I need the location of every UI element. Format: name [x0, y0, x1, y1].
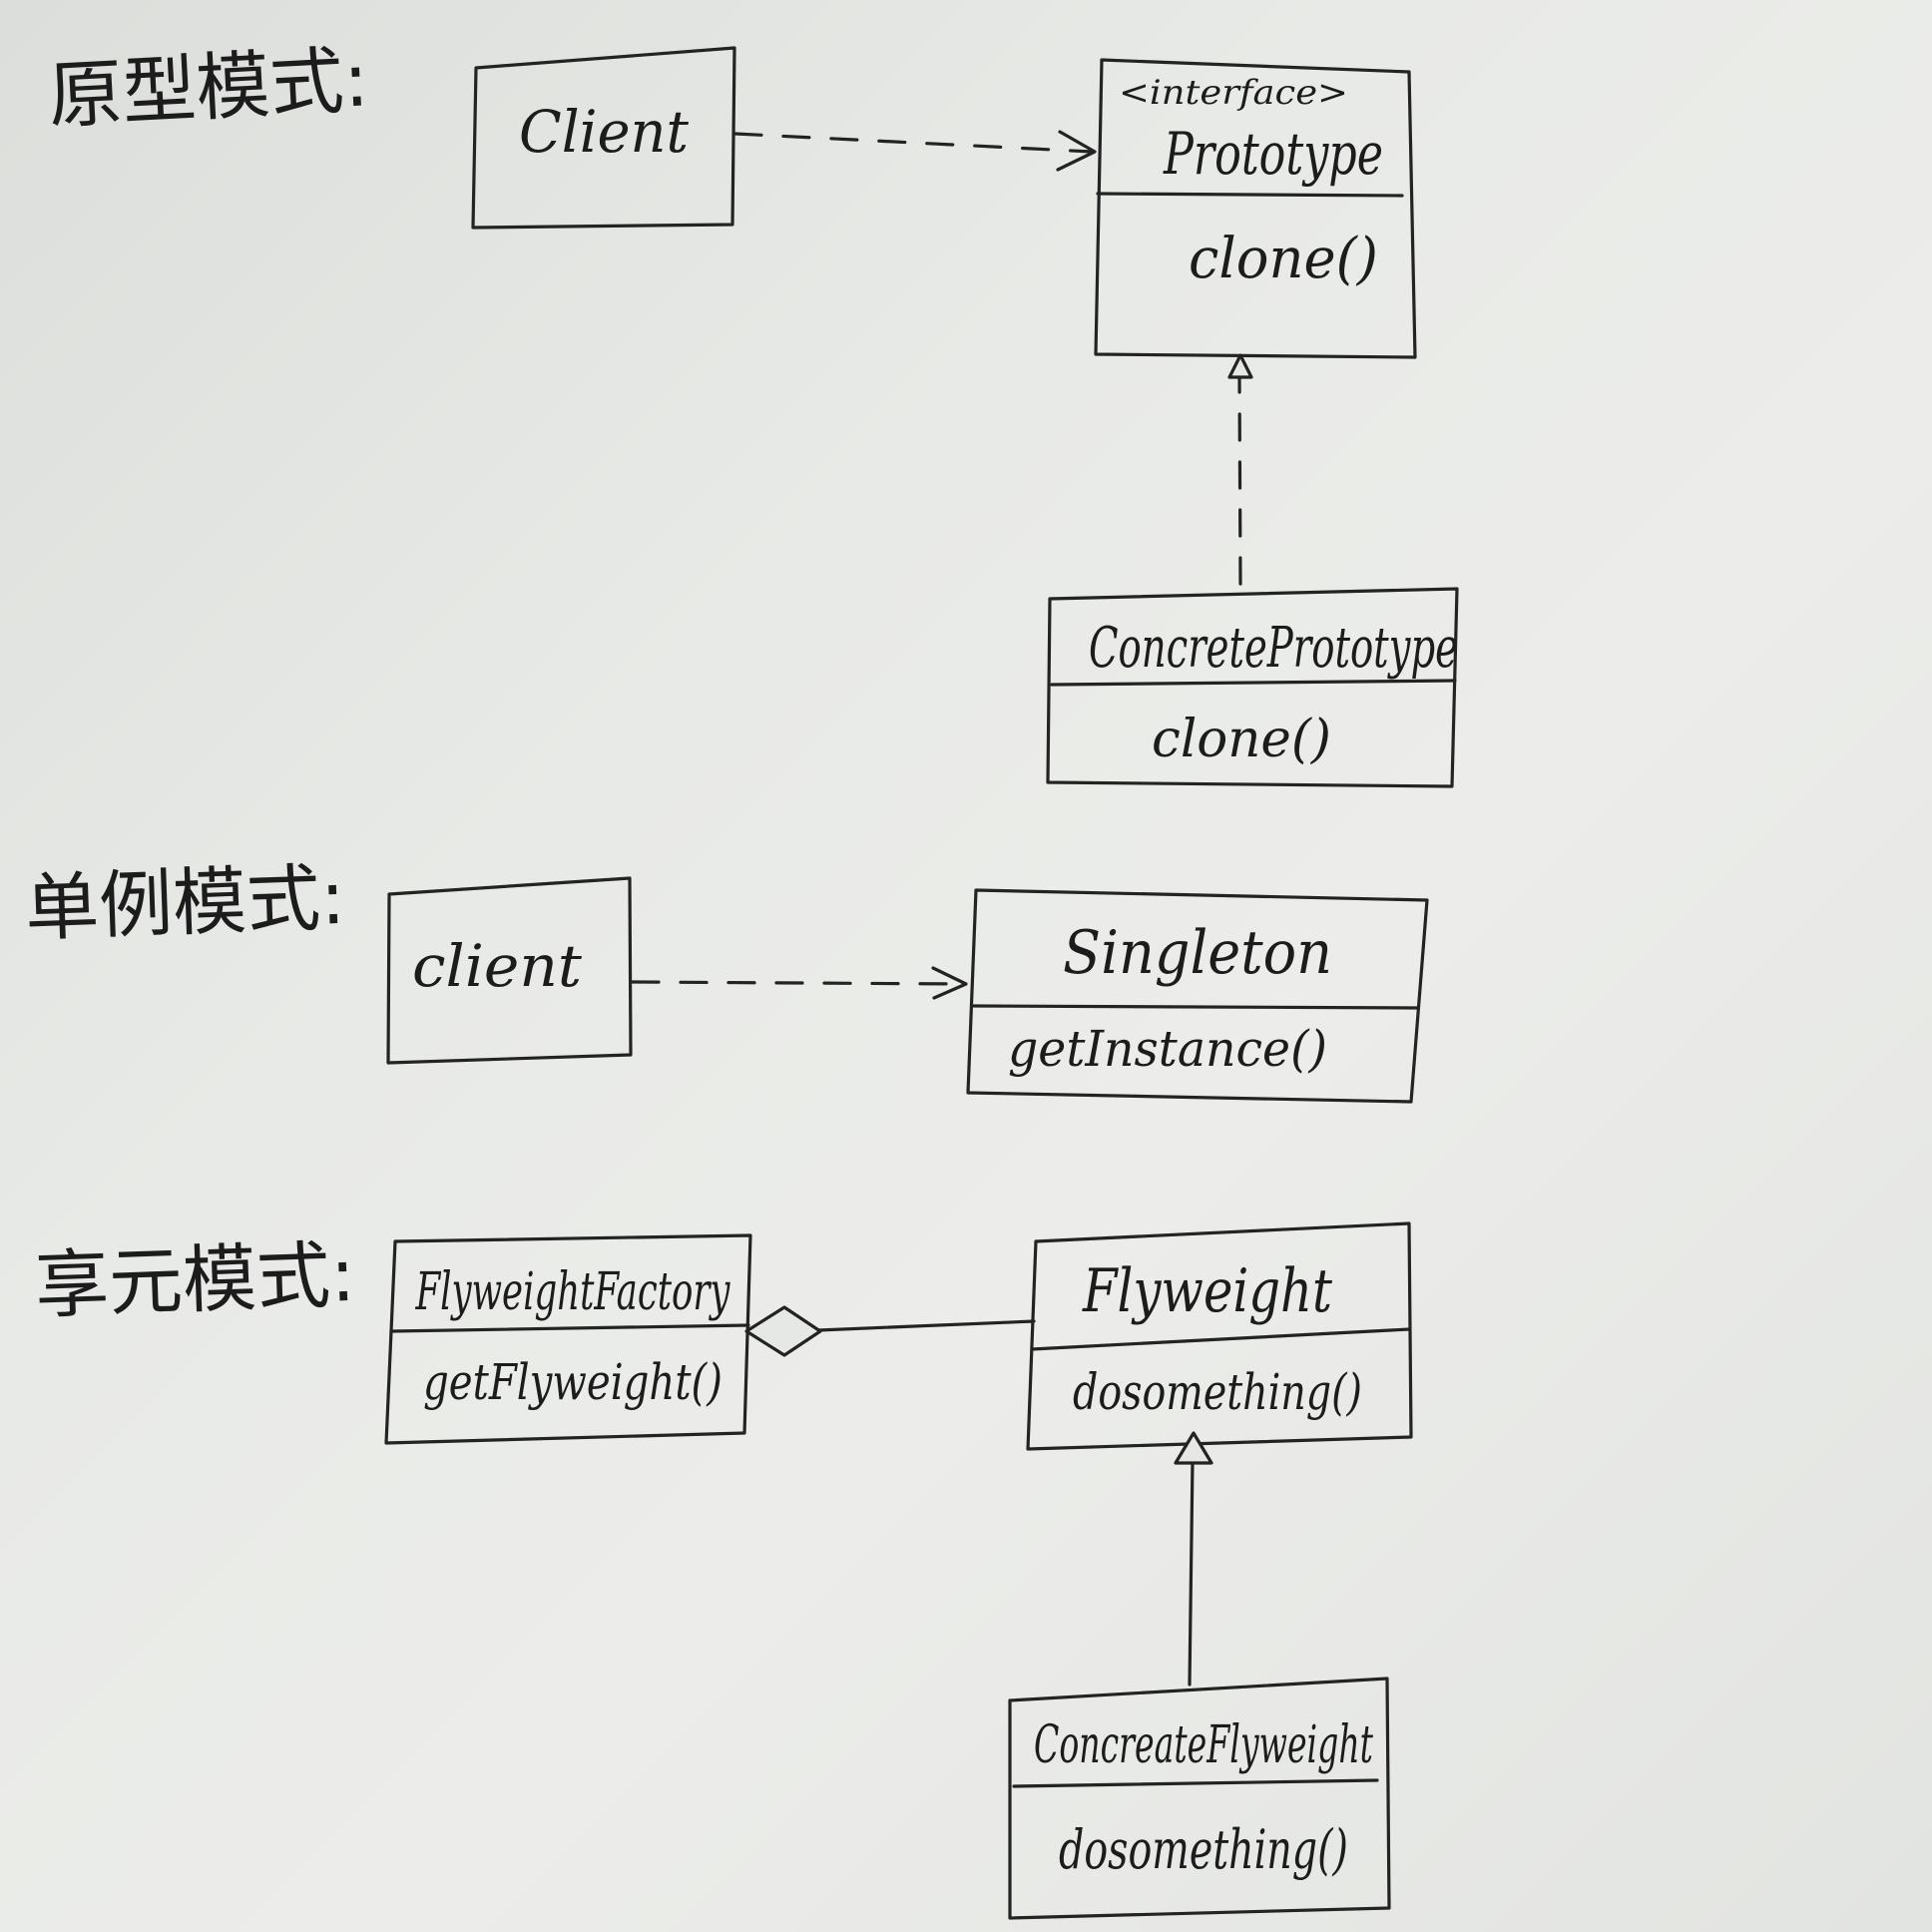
flyweight-factory-box-border	[384, 1233, 752, 1445]
prototype-realization-line	[1237, 375, 1242, 586]
singleton-client-box-border	[386, 876, 633, 1065]
prototype-interface-name: Prototype	[1163, 120, 1383, 188]
singleton-dependency-arrowhead	[931, 966, 968, 1000]
prototype-realization-arrow	[1227, 353, 1253, 586]
flyweight-aggregation-link	[744, 1305, 1036, 1357]
singleton-client-box: client	[386, 876, 633, 1065]
concrete-prototype-method: clone()	[1152, 710, 1331, 769]
flyweight-generalization-arrow	[1174, 1431, 1213, 1687]
concrete-flyweight-box: ConcreateFlyweight dosomething()	[1008, 1677, 1391, 1920]
prototype-dependency-line	[733, 132, 1094, 154]
flyweight-generalization-arrowhead	[1174, 1431, 1213, 1465]
prototype-section: 原型模式: Client <interface> Prototype clone…	[46, 37, 1459, 788]
concrete-flyweight-box-border	[1008, 1677, 1391, 1920]
concrete-flyweight-name: ConcreateFlyweight	[1034, 1715, 1373, 1775]
prototype-interface-box: <interface> Prototype clone()	[1094, 58, 1417, 359]
flyweight-aggregation-diamond	[744, 1305, 822, 1357]
concrete-prototype-name: ConcretePrototype	[1089, 616, 1458, 681]
concrete-prototype-box: ConcretePrototype clone()	[1046, 587, 1459, 788]
flyweight-factory-box: FlyweightFactory getFlyweight()	[384, 1233, 752, 1445]
singleton-box: Singleton getInstance()	[966, 888, 1429, 1104]
concrete-prototype-divider	[1050, 679, 1457, 687]
singleton-dependency-line	[631, 980, 965, 986]
flyweight-factory-name: FlyweightFactory	[415, 1262, 730, 1322]
prototype-section-heading: 原型模式:	[46, 37, 370, 140]
flyweight-box: Flyweight dosomething()	[1026, 1221, 1413, 1451]
prototype-realization-arrowhead	[1227, 353, 1253, 379]
flyweight-name: Flyweight	[1082, 1256, 1333, 1326]
flyweight-section-heading: 享元模式:	[34, 1232, 357, 1329]
flyweight-generalization-line	[1188, 1459, 1195, 1687]
prototype-client-name: Client	[519, 98, 690, 166]
singleton-name: Singleton	[1063, 918, 1332, 988]
concrete-prototype-box-border	[1046, 587, 1459, 788]
singleton-dependency-arrow	[631, 966, 968, 1000]
singleton-box-divider	[972, 1004, 1419, 1010]
prototype-client-box: Client	[471, 46, 736, 230]
singleton-section: 单例模式: client Singleton getInstance()	[24, 855, 1429, 1104]
flyweight-method: dosomething()	[1073, 1363, 1362, 1421]
flyweight-section: 享元模式: FlyweightFactory getFlyweight() Fl…	[34, 1221, 1413, 1920]
flyweight-factory-method: getFlyweight()	[423, 1353, 723, 1411]
prototype-client-box-border	[471, 46, 736, 230]
singleton-section-heading: 单例模式:	[24, 855, 347, 952]
prototype-interface-method: clone()	[1189, 227, 1378, 291]
flyweight-aggregation-line	[816, 1319, 1036, 1332]
prototype-interface-stereotype: <interface>	[1119, 73, 1348, 113]
singleton-box-border	[966, 888, 1429, 1104]
prototype-interface-box-border	[1094, 58, 1417, 359]
singleton-method: getInstance()	[1008, 1020, 1327, 1078]
flyweight-box-border	[1026, 1221, 1413, 1451]
singleton-client-name: client	[412, 932, 583, 1000]
prototype-dependency-arrow	[733, 130, 1097, 172]
prototype-interface-divider	[1096, 192, 1404, 198]
flyweight-box-divider	[1030, 1327, 1411, 1351]
flyweight-factory-divider	[389, 1323, 750, 1333]
concrete-flyweight-divider	[1012, 1778, 1379, 1788]
prototype-dependency-arrowhead	[1056, 130, 1097, 172]
concrete-flyweight-method: dosomething()	[1059, 1818, 1348, 1881]
